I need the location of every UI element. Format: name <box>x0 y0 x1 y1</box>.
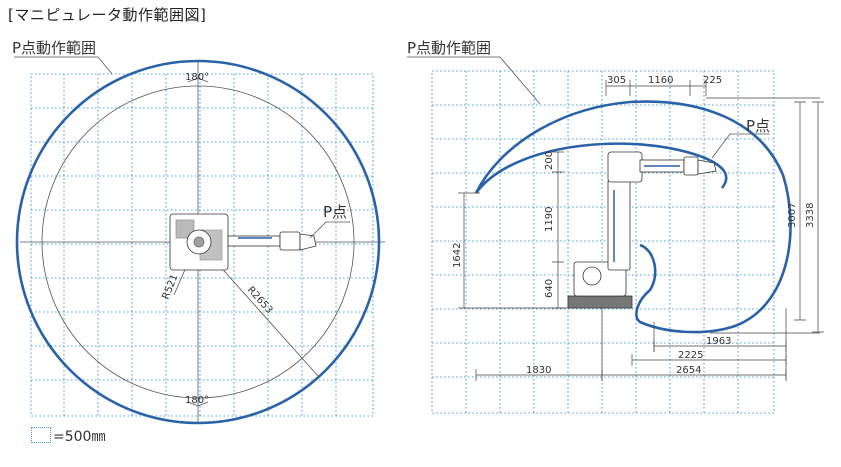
dim-1160: 1160 <box>648 75 673 86</box>
side-view-p-point-label: P点 <box>746 117 771 135</box>
dim-top-chain <box>605 80 707 96</box>
dim-1830: 1830 <box>526 365 551 376</box>
dim-2654: 2654 <box>676 365 701 376</box>
dim-3007-line <box>794 101 806 321</box>
dim-3007: 3007 <box>787 203 798 228</box>
top-view-outer-envelope <box>15 59 381 425</box>
angle-bottom-marker <box>187 401 209 407</box>
side-view-range-label: P点動作範囲 <box>407 39 492 57</box>
top-view-p-leader <box>309 221 350 239</box>
top-view-p-point-label: P点 <box>323 203 348 221</box>
dim-bottom-chain <box>475 369 787 381</box>
dim-2225-line <box>631 354 787 366</box>
side-view-p-leader <box>711 133 770 159</box>
angle-top-label: 180° <box>185 72 209 83</box>
page-title: [マニピュレータ動作範囲図] <box>8 6 207 24</box>
side-view-grid <box>431 70 775 414</box>
dim-200: 200 <box>544 151 555 170</box>
dim-1963: 1963 <box>706 336 731 347</box>
dim-640: 640 <box>544 279 555 298</box>
grid-legend-text: =500㎜ <box>53 429 106 445</box>
side-view-outer-envelope <box>474 100 792 334</box>
angle-top-marker <box>187 77 209 83</box>
dim-225: 225 <box>703 75 722 86</box>
top-view-inner-circle <box>41 85 355 399</box>
grid-legend-swatch <box>31 427 51 443</box>
top-view-range-label: P点動作範囲 <box>12 39 97 57</box>
top-view-range-leader <box>14 56 113 75</box>
dim-right-extension <box>706 97 820 334</box>
dim-2225: 2225 <box>678 350 703 361</box>
dim-1190: 1190 <box>544 207 555 232</box>
dim-3338: 3338 <box>805 203 816 228</box>
dim-1642-line <box>458 192 570 309</box>
top-view-grid <box>30 73 374 417</box>
dim-bottom-extensions <box>601 308 787 380</box>
dim-1642: 1642 <box>452 243 463 268</box>
robot-top-view <box>169 213 317 271</box>
dim-305: 305 <box>607 75 626 86</box>
angle-bottom-label: 180° <box>185 395 209 406</box>
side-view-inner-envelope <box>474 142 728 194</box>
robot-side-view <box>567 151 717 309</box>
side-view-range-leader <box>407 56 541 105</box>
dim-vertical-chain <box>552 151 564 309</box>
dim-3338-line <box>812 101 824 333</box>
